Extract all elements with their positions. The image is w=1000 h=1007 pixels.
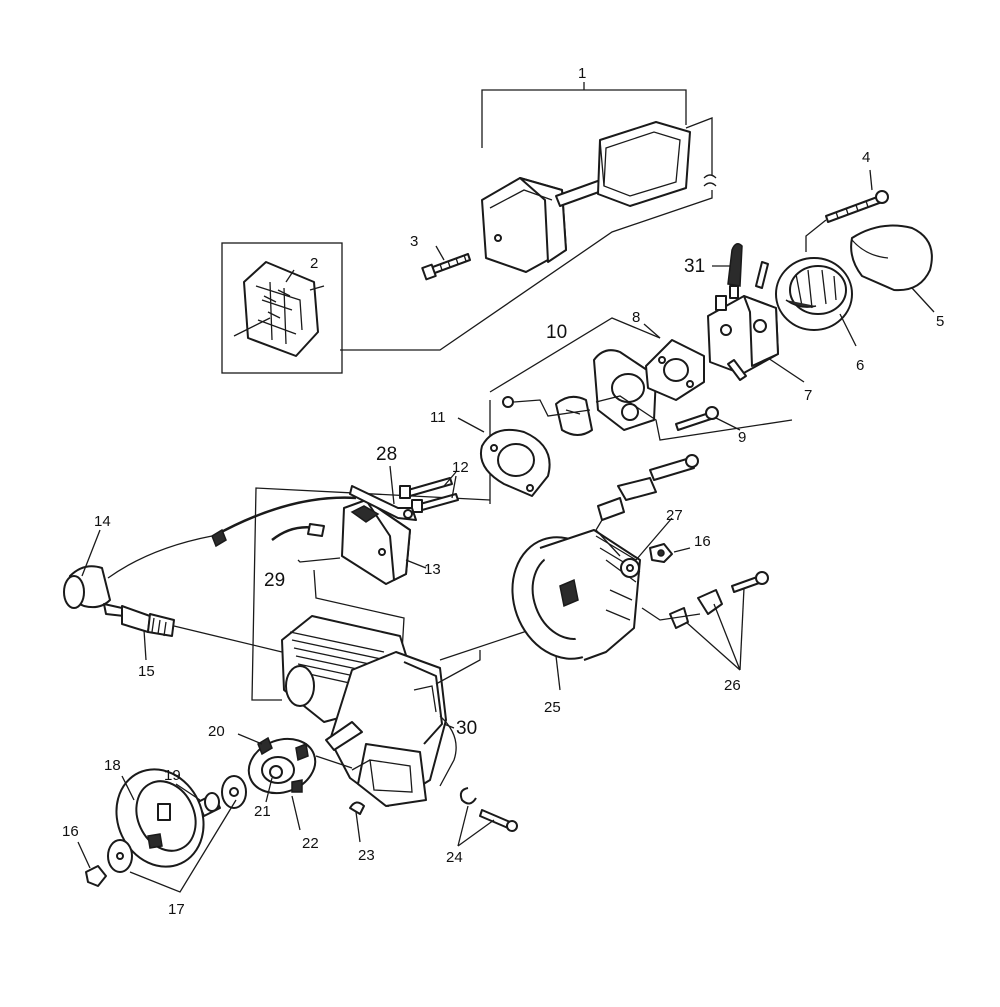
callout-28: 28 (376, 444, 397, 465)
ignition-screws (399, 477, 459, 513)
callout-15: 15 (138, 663, 155, 680)
intake-boot (593, 349, 657, 431)
callout-22: 22 (302, 835, 319, 852)
clutch-drum (115, 768, 205, 868)
nut-16-lower (85, 865, 107, 887)
callout-11: 11 (430, 409, 446, 426)
callout-7: 7 (804, 387, 812, 404)
pawl-parts-26 (641, 571, 769, 629)
callout-14: 14 (94, 513, 111, 530)
spark-plug-wire (211, 496, 357, 548)
needle-bearing (197, 792, 221, 817)
clutch-assembly (247, 736, 317, 795)
small-screw (502, 396, 591, 417)
spark-plug-boot (63, 535, 213, 609)
air-filter-element (775, 257, 853, 331)
ignition-module (341, 499, 411, 585)
callout-17: 17 (168, 901, 185, 918)
spark-plug (103, 603, 283, 653)
nut-16-upper (649, 543, 673, 563)
callout-6: 6 (856, 357, 864, 374)
gasket-11 (480, 428, 551, 497)
callout-25: 25 (544, 699, 561, 716)
callout-16-upper: 16 (694, 533, 711, 550)
intake-gasket (645, 339, 705, 401)
washer-27 (620, 558, 640, 578)
callout-18: 18 (104, 757, 121, 774)
callout-26: 26 (724, 677, 741, 694)
bolt-9 (675, 406, 719, 431)
washer-28 (349, 485, 417, 521)
starter-housing (511, 529, 641, 661)
callout-10: 10 (546, 322, 567, 343)
air-filter-cover (850, 224, 933, 292)
reed-valve (555, 395, 593, 436)
muffler-assembly (340, 82, 717, 351)
callout-5: 5 (936, 313, 944, 330)
carburetor (707, 261, 779, 381)
inset-detail-box (221, 242, 343, 374)
callout-4: 4 (862, 149, 870, 166)
callout-30: 30 (456, 718, 477, 739)
pin-and-clip (459, 787, 518, 832)
callout-9: 9 (738, 429, 746, 446)
callout-31: 31 (684, 256, 705, 277)
clutch-washer (221, 775, 247, 809)
callout-23: 23 (358, 847, 375, 864)
starter-pawl-upper (595, 454, 699, 557)
muffler-bolt (421, 253, 471, 281)
callout-3: 3 (410, 233, 418, 250)
crankcase (325, 651, 447, 807)
drum-washer (107, 839, 133, 873)
ground-wire-29 (271, 523, 325, 541)
callout-12: 12 (452, 459, 469, 476)
callout-1: 1 (578, 65, 586, 82)
callout-8: 8 (632, 309, 640, 326)
callout-2: 2 (310, 255, 318, 272)
callout-19: 19 (164, 767, 181, 784)
callout-21: 21 (254, 803, 271, 820)
callout-29: 29 (264, 570, 285, 591)
callout-16-lower: 16 (62, 823, 79, 840)
callout-24: 24 (446, 849, 463, 866)
woodruff-key (349, 801, 365, 815)
callout-27: 27 (666, 507, 683, 524)
fuel-hose (727, 243, 743, 287)
air-filter-bolt (825, 190, 889, 223)
callout-20: 20 (208, 723, 225, 740)
callout-13: 13 (424, 561, 441, 578)
